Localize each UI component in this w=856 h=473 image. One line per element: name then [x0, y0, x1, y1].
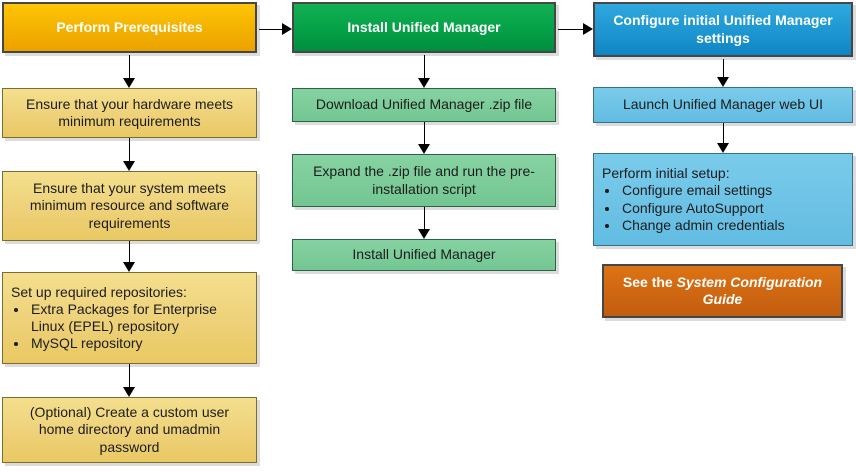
right-arrow: [558, 23, 593, 36]
arrow-shaft: [423, 207, 426, 230]
arrow-head-icon: [282, 23, 292, 35]
arrow-shaft: [722, 59, 725, 78]
arrow-head-icon: [418, 144, 430, 154]
config-guide-note-text: See the System Configuration Guide: [614, 274, 831, 308]
step-download-zip: Download Unified Manager .zip file: [292, 88, 556, 122]
arrow-head-icon: [123, 161, 135, 171]
arrow-shaft: [558, 28, 584, 31]
bullet-item: Change admin credentials: [620, 217, 785, 234]
bullet-item: Configure email settings: [620, 182, 785, 199]
arrow-head-icon: [418, 78, 430, 88]
arrow-shaft: [128, 241, 131, 263]
down-arrow: [717, 123, 730, 153]
bullet-list: Extra Packages for Enterprise Linux (EPE…: [11, 301, 246, 352]
arrow-shaft: [722, 123, 725, 144]
arrow-head-icon: [123, 262, 135, 272]
arrow-shaft: [423, 122, 426, 145]
arrow-head-icon: [418, 229, 430, 239]
step-repositories-title: Set up required repositories:: [11, 283, 187, 300]
down-arrow: [418, 55, 431, 88]
bullet-item: MySQL repository: [29, 335, 246, 352]
config-guide-note: See the System Configuration Guide: [602, 264, 843, 318]
arrow-head-icon: [123, 387, 135, 397]
step-initial-setup-title: Perform initial setup:: [602, 165, 730, 182]
step-install-um: Install Unified Manager: [292, 239, 556, 271]
bullet-item: Configure AutoSupport: [620, 200, 785, 217]
down-arrow: [418, 207, 431, 239]
down-arrow: [123, 138, 136, 171]
down-arrow: [717, 59, 730, 87]
down-arrow: [123, 55, 136, 88]
configure-header: Configure initial Unified Manager settin…: [593, 2, 853, 57]
step-expand-zip: Expand the .zip file and run the pre-ins…: [292, 154, 556, 207]
step-system-requirements: Ensure that your system meets minimum re…: [2, 171, 257, 241]
arrow-shaft: [128, 55, 131, 79]
arrow-head-icon: [717, 77, 729, 87]
bullet-list: Configure email settings Configure AutoS…: [602, 182, 785, 233]
arrow-shaft: [128, 364, 131, 388]
down-arrow: [123, 364, 136, 397]
step-hardware-requirements: Ensure that your hardware meets minimum …: [2, 88, 257, 138]
arrow-shaft: [423, 55, 426, 79]
arrow-head-icon: [583, 23, 593, 35]
step-optional-home-directory: (Optional) Create a custom user home dir…: [2, 397, 257, 463]
note-prefix: See the: [622, 273, 677, 290]
right-arrow: [259, 23, 292, 36]
prerequisites-header: Perform Prerequisites: [2, 2, 257, 53]
arrow-shaft: [128, 138, 131, 162]
step-initial-setup: Perform initial setup: Configure email s…: [593, 153, 853, 246]
note-guide-title: System Configuration Guide: [676, 273, 823, 307]
install-header: Install Unified Manager: [292, 2, 556, 53]
step-launch-web-ui: Launch Unified Manager web UI: [593, 87, 853, 123]
arrow-head-icon: [717, 143, 729, 153]
arrow-head-icon: [123, 78, 135, 88]
arrow-shaft: [259, 28, 283, 31]
down-arrow: [123, 241, 136, 272]
down-arrow: [418, 122, 431, 154]
bullet-item: Extra Packages for Enterprise Linux (EPE…: [29, 301, 246, 335]
step-repositories: Set up required repositories: Extra Pack…: [2, 272, 257, 364]
